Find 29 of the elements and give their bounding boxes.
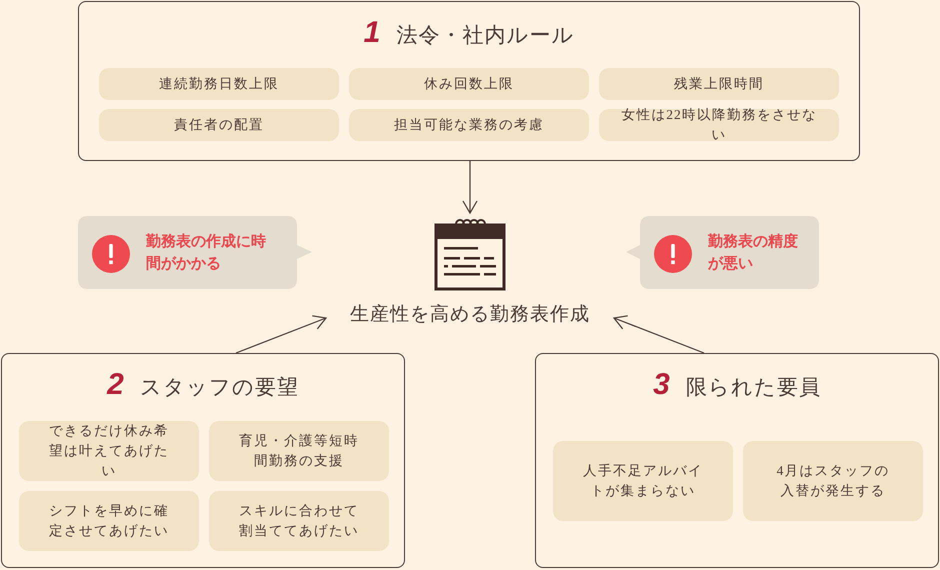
item-card: 4月はスタッフの入替が発生する	[743, 441, 923, 521]
item-card: 人手不足アルバイトが集まらない	[553, 441, 733, 521]
section-heading: 法令・社内ルール	[396, 22, 574, 49]
section-number: 3	[653, 368, 670, 402]
section-heading: スタッフの要望	[140, 374, 299, 401]
item-card: 休み回数上限	[349, 68, 589, 100]
section-number: 2	[107, 368, 124, 402]
item-card: 責任者の配置	[99, 109, 339, 141]
goal-text: 生産性を高める勤務表作成	[349, 303, 591, 327]
item-card: スキルに合わせて割当ててあげたい	[209, 491, 389, 551]
item-card: 育児・介護等短時間勤務の支援	[209, 421, 389, 481]
arrow	[613, 315, 704, 354]
arrow	[462, 161, 478, 214]
speech-bubble	[78, 216, 312, 289]
problem-text: 勤務表の精度が悪い	[708, 232, 799, 274]
item-card: 女性は22時以降勤務をさせない	[599, 109, 839, 141]
item-card: できるだけ休み希望は叶えてあげたい	[19, 421, 199, 481]
group-panel	[78, 1, 860, 161]
section-heading: 限られた要員	[686, 374, 821, 401]
speech-bubble	[626, 216, 819, 289]
item-card: 残業上限時間	[599, 68, 839, 100]
item-card: 連続勤務日数上限	[99, 68, 339, 100]
arrow	[236, 315, 327, 354]
group-panel	[535, 353, 939, 568]
problem-text: 勤務表の作成に時間がかかる	[146, 232, 267, 274]
item-card: シフトを早めに確定させてあげたい	[19, 491, 199, 551]
section-number: 1	[364, 16, 380, 50]
item-card: 担当可能な業務の考慮	[349, 109, 589, 141]
group-panel	[1, 353, 405, 568]
